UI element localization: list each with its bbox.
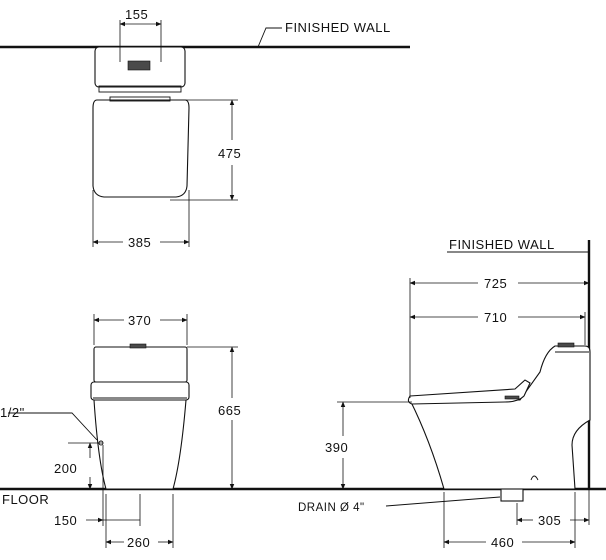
- side-view: FINISHED WALL 725 710 390 DRAIN Ø 4": [298, 237, 591, 550]
- top-hinge: [109, 96, 171, 102]
- top-seat-lid: [92, 99, 190, 198]
- side-seat: [407, 379, 531, 405]
- front-tank: [93, 346, 188, 383]
- drain-leader: [385, 496, 501, 507]
- front-view: FLOOR 370 665 1/2" 200 150: [0, 313, 606, 550]
- front-height-label: 665: [218, 403, 241, 418]
- drain-pipe: [500, 488, 524, 502]
- side-bowl-length-label: 710: [484, 310, 507, 325]
- front-bowl: [93, 399, 187, 490]
- top-flush-button: [127, 60, 151, 71]
- side-seat-hinge: [504, 395, 520, 400]
- floor-label: FLOOR: [2, 492, 49, 507]
- side-tank-cap: [557, 342, 575, 348]
- side-finished-wall-label: FINISHED WALL: [449, 237, 555, 252]
- seat-height-label: 390: [325, 440, 348, 455]
- top-tank-width-label: 155: [125, 7, 148, 22]
- top-wall-leader: [257, 27, 282, 48]
- side-toilet-body: [409, 345, 591, 490]
- top-depth-label: 475: [218, 146, 241, 161]
- front-flush-button: [129, 343, 147, 349]
- top-width-label: 385: [128, 235, 151, 250]
- top-view: FINISHED WALL 155 475 385: [0, 7, 410, 250]
- inlet-height-label: 200: [54, 461, 77, 476]
- top-tank-lid-line: [98, 85, 182, 93]
- front-width-label: 370: [128, 313, 151, 328]
- drain-label: DRAIN Ø 4": [298, 502, 365, 514]
- inlet-offset-label: 150: [54, 513, 77, 528]
- drain-centerline: [530, 475, 539, 481]
- base-width-label: 260: [127, 535, 150, 550]
- inlet-leader: [8, 412, 98, 441]
- top-finished-wall-label: FINISHED WALL: [285, 20, 391, 35]
- base-depth-label: 460: [491, 535, 514, 550]
- water-inlet-label: 1/2": [0, 405, 25, 420]
- rough-in-label: 305: [538, 513, 561, 528]
- side-length-label: 725: [484, 276, 507, 291]
- front-seat: [90, 381, 190, 401]
